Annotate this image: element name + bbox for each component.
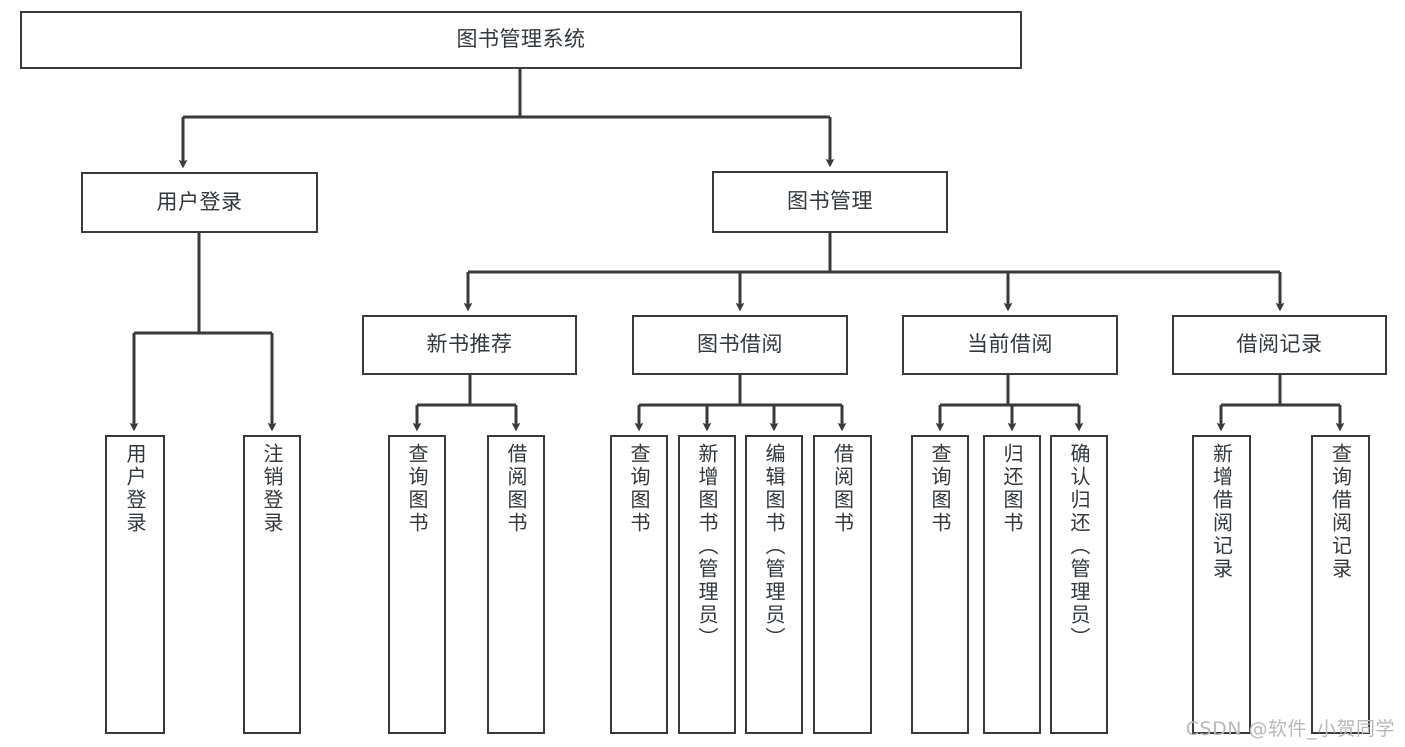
node-borrow-record[interactable]: 借阅记录 <box>1172 315 1387 375</box>
node-label-borrow-record: 借阅记录 <box>1236 332 1323 357</box>
node-label-user-login: 用户登录 <box>156 189 243 214</box>
leaf-query-borrow-record[interactable]: 查询借阅记录 <box>1311 435 1370 734</box>
leaf-label-edit-book-admin: 编辑图书（管理员） <box>762 443 786 650</box>
node-book-borrow[interactable]: 图书借阅 <box>632 315 848 375</box>
node-user-login[interactable]: 用户登录 <box>81 172 318 233</box>
leaf-label-user-login: 用户登录 <box>123 443 147 535</box>
node-label-new-book-recommend: 新书推荐 <box>426 332 513 357</box>
leaf-borrow-book-new[interactable]: 借阅图书 <box>487 435 545 734</box>
leaf-label-borrow-book-new: 借阅图书 <box>504 443 528 535</box>
leaf-label-query-book-new: 查询图书 <box>405 443 429 535</box>
leaf-query-book-current[interactable]: 查询图书 <box>911 435 969 734</box>
leaf-logout-login[interactable]: 注销登录 <box>243 435 301 734</box>
node-current-borrow[interactable]: 当前借阅 <box>902 315 1118 375</box>
node-label-book-manage: 图书管理 <box>787 189 873 214</box>
leaf-label-confirm-return-admin: 确认归还（管理员） <box>1067 443 1091 650</box>
leaf-label-logout-login: 注销登录 <box>260 443 284 535</box>
leaf-add-book-admin[interactable]: 新增图书（管理员） <box>678 435 736 734</box>
leaf-query-book-borrow[interactable]: 查询图书 <box>610 435 668 734</box>
leaf-label-add-book-admin: 新增图书（管理员） <box>695 443 719 650</box>
leaf-label-add-borrow-record: 新增借阅记录 <box>1209 443 1234 581</box>
node-root-system[interactable]: 图书管理系统 <box>20 11 1022 69</box>
node-label-root: 图书管理系统 <box>456 27 586 52</box>
leaf-add-borrow-record[interactable]: 新增借阅记录 <box>1192 435 1251 734</box>
node-label-current-borrow: 当前借阅 <box>967 332 1053 357</box>
leaf-borrow-book-borrow[interactable]: 借阅图书 <box>813 435 872 734</box>
leaf-edit-book-admin[interactable]: 编辑图书（管理员） <box>745 435 803 734</box>
leaf-label-return-book: 归还图书 <box>1000 443 1024 535</box>
leaf-confirm-return-admin[interactable]: 确认归还（管理员） <box>1050 435 1108 734</box>
csdn-watermark: CSDN @软件_小贺同学 <box>1185 718 1395 740</box>
leaf-label-query-book-borrow: 查询图书 <box>627 443 651 535</box>
leaf-label-borrow-book-borrow: 借阅图书 <box>830 443 855 535</box>
leaf-return-book[interactable]: 归还图书 <box>983 435 1041 734</box>
node-book-manage[interactable]: 图书管理 <box>712 171 948 233</box>
leaf-query-book-new[interactable]: 查询图书 <box>388 435 446 734</box>
leaf-label-query-book-current: 查询图书 <box>928 443 952 535</box>
leaf-user-login[interactable]: 用户登录 <box>105 435 165 734</box>
node-new-book-recommend[interactable]: 新书推荐 <box>362 315 577 375</box>
node-label-book-borrow: 图书借阅 <box>697 332 783 357</box>
leaf-label-query-borrow-record: 查询借阅记录 <box>1328 443 1353 581</box>
